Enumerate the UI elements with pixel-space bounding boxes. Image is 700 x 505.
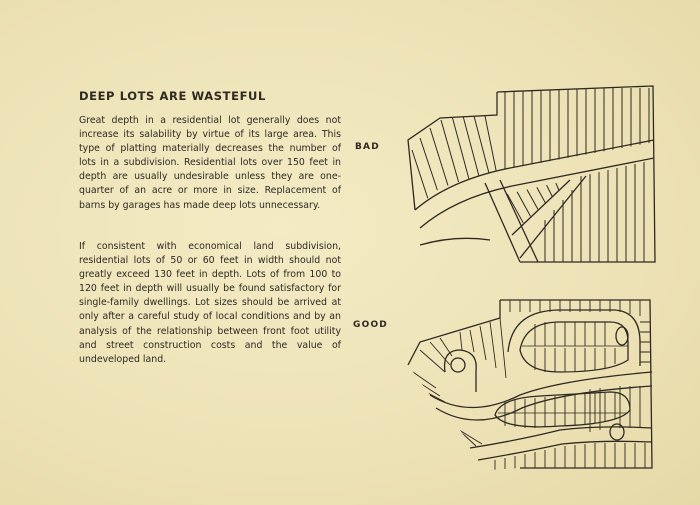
bad-lower-street <box>419 237 491 246</box>
paragraph-lot-sizes: If consistent with economical land subdi… <box>79 241 341 365</box>
good-street-edge <box>477 440 653 461</box>
bad-main-street-edge <box>419 157 655 229</box>
good-loop-street <box>507 309 641 366</box>
good-boundary-left <box>407 300 501 366</box>
good-boundary <box>500 299 653 469</box>
good-turnaround <box>615 326 629 346</box>
bad-diagonal-street <box>519 175 587 259</box>
bad-diagonal-street <box>499 179 539 263</box>
good-diagram-label: GOOD <box>353 320 388 330</box>
good-street-edge <box>435 385 653 421</box>
paragraph-deep-lots: Great depth in a residential lot general… <box>79 115 341 211</box>
good-street-edge <box>429 371 653 409</box>
good-upper-block <box>519 321 629 373</box>
good-subdivision-plat <box>407 299 653 470</box>
bad-diagram-label: BAD <box>355 142 380 152</box>
bad-boundary-left <box>407 92 498 211</box>
good-cul-de-sac <box>443 349 477 392</box>
good-cul-de-sac-circle <box>450 357 466 373</box>
bad-main-street-edge <box>414 139 655 211</box>
bad-diagonal-street <box>484 182 521 263</box>
bad-boundary <box>496 85 656 263</box>
bad-diagonal-street <box>511 179 571 236</box>
bad-subdivision-plat <box>407 85 656 263</box>
section-title: DEEP LOTS ARE WASTEFUL <box>79 89 266 103</box>
good-turnaround <box>609 423 625 441</box>
